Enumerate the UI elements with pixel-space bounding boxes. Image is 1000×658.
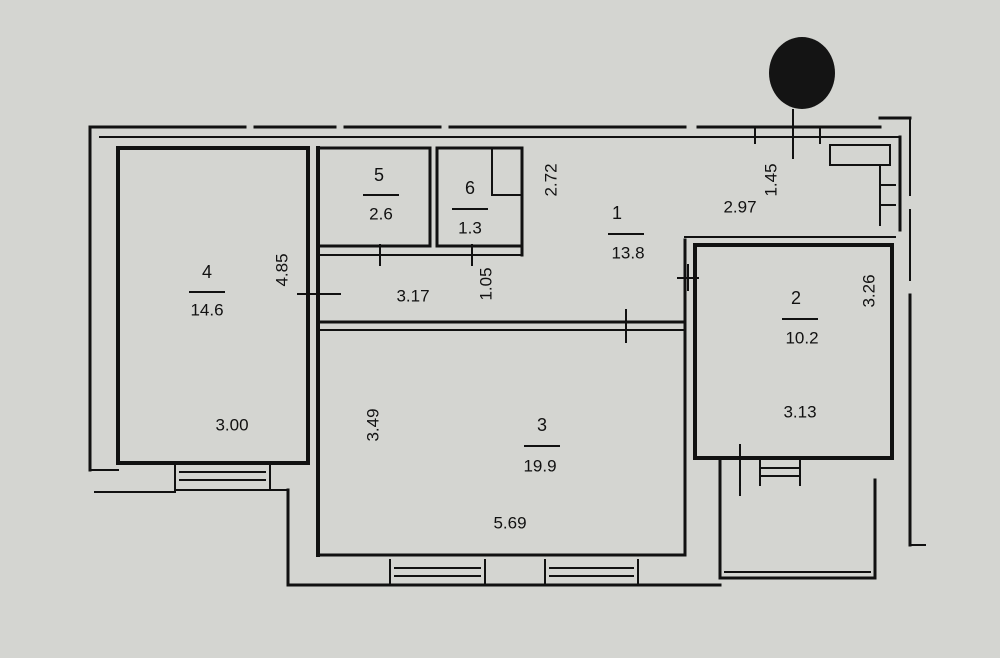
riser-marker-icon xyxy=(769,37,835,109)
room-6-area: 1.3 xyxy=(458,218,482,238)
room-4-outline xyxy=(116,146,310,465)
balcony xyxy=(718,444,877,580)
room-1-width: 2.97 xyxy=(723,197,757,217)
room-2-number: 2 xyxy=(790,288,802,308)
corridor-width: 1.05 xyxy=(476,267,496,301)
right-wall xyxy=(754,109,926,547)
room-6-fraction-line xyxy=(452,208,488,210)
room-3-height: 3.49 xyxy=(363,408,383,442)
room-1-height: 2.72 xyxy=(541,163,561,197)
room-4-area: 14.6 xyxy=(190,300,224,320)
room-2-width: 3.13 xyxy=(783,402,817,422)
room-3-width: 5.69 xyxy=(493,513,527,533)
top-wall xyxy=(88,116,912,472)
room-5-area: 2.6 xyxy=(369,204,393,224)
room-5-number: 5 xyxy=(373,165,385,185)
room-4-height: 4.85 xyxy=(272,253,292,287)
room-1-area: 13.8 xyxy=(611,243,645,263)
room-5-fraction-line xyxy=(363,194,399,196)
room-3-number: 3 xyxy=(536,415,548,435)
room-3-fraction-line xyxy=(524,445,560,447)
room-4-fraction-line xyxy=(189,291,225,293)
room-3-area: 19.9 xyxy=(523,456,557,476)
corridor-length: 3.17 xyxy=(396,286,430,306)
room-4-number: 4 xyxy=(201,262,213,282)
room-2-fraction-line xyxy=(782,318,818,320)
room-3-outline xyxy=(316,146,687,557)
room-5-outline xyxy=(316,146,432,248)
bottom-wall xyxy=(286,559,722,587)
room-4-width: 3.00 xyxy=(215,415,249,435)
room-2-outline xyxy=(693,243,894,460)
room-2-area: 10.2 xyxy=(785,328,819,348)
room-1-fraction-line xyxy=(608,233,644,235)
room-6-number: 6 xyxy=(464,178,476,198)
room-2-height: 3.26 xyxy=(859,274,879,308)
dimension-1-45: 1.45 xyxy=(761,163,781,197)
room-1-number: 1 xyxy=(611,203,623,223)
room-4-window xyxy=(174,462,271,491)
